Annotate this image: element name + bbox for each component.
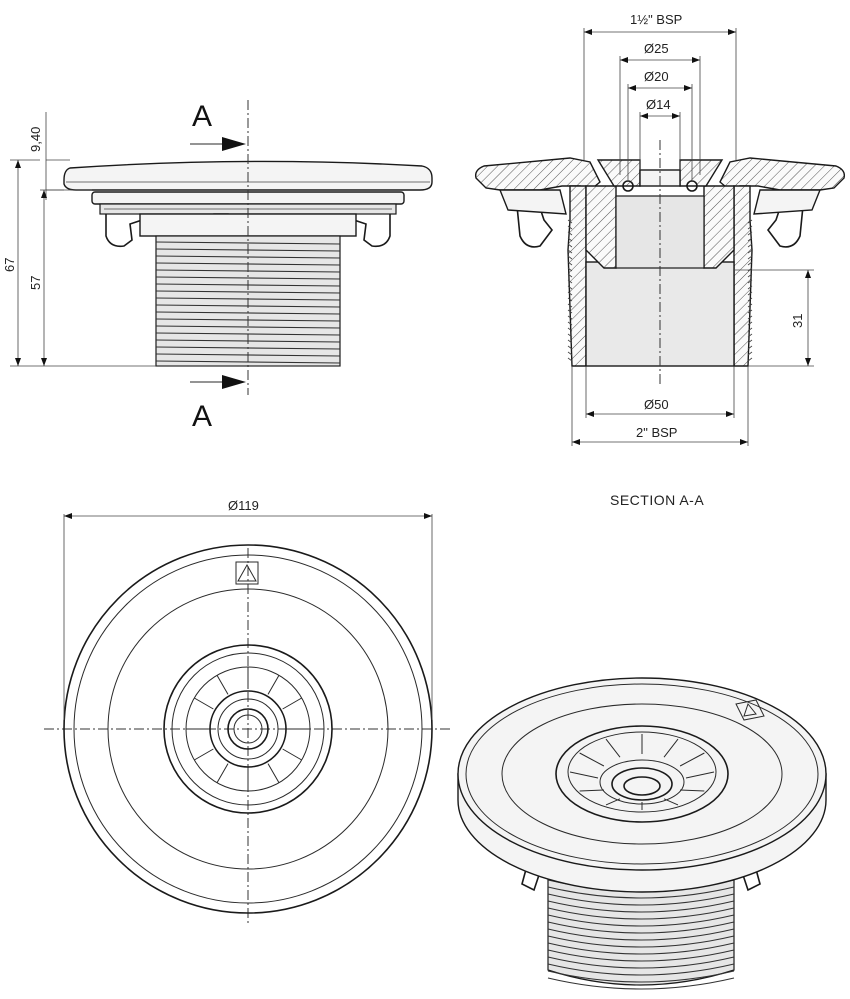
- top-nozzle-orifice: [227, 708, 269, 750]
- iso-face-ring: [501, 703, 783, 845]
- section-clip-left: [515, 195, 554, 248]
- iso-logo-icon: [735, 699, 765, 721]
- logo-icon: [235, 561, 259, 585]
- dim-d25: Ø25: [644, 41, 669, 56]
- section-clip-right: [766, 195, 805, 248]
- front-clip-right: [353, 214, 391, 248]
- dim-d50: Ø50: [644, 397, 669, 412]
- section-caption: SECTION A-A: [610, 492, 704, 508]
- section-arrow-top: [222, 137, 246, 151]
- section-view: 1½" BSP Ø25 Ø20 Ø14 31 Ø50: [474, 12, 846, 508]
- iso-nozzle: [611, 767, 673, 801]
- section-threads-right: [747, 219, 753, 362]
- section-lip-left: [498, 189, 567, 215]
- section-lip-right: [753, 189, 822, 215]
- top-ribs: [186, 667, 310, 791]
- dim-d20: Ø20: [644, 69, 669, 84]
- section-arrow-bottom: [222, 375, 246, 389]
- iso-flange-top: [457, 677, 827, 871]
- front-view: A A 9,40 67 57: [2, 100, 433, 433]
- iso-clip-left: [521, 861, 541, 892]
- top-nozzle-outer: [209, 690, 287, 768]
- section-bore: [585, 261, 735, 367]
- section-threads-left: [567, 219, 573, 362]
- iso-eyeball-housing: [555, 725, 729, 823]
- section-eyeball-right: [679, 159, 724, 187]
- section-insert-left: [585, 185, 617, 269]
- dim-top-thickness: 9,40: [28, 127, 43, 152]
- section-letter-bottom: A: [192, 400, 212, 433]
- top-view: Ø119: [44, 498, 452, 926]
- isometric-view: [457, 677, 827, 990]
- top-eyeball-housing: [163, 644, 333, 814]
- section-eyeball-left: [596, 159, 641, 187]
- section-flange-right: [719, 157, 846, 193]
- dim-d14: Ø14: [646, 97, 671, 112]
- dim-depth: 31: [790, 314, 805, 328]
- dim-thread-top: 1½" BSP: [630, 12, 682, 27]
- iso-clip-right: [741, 861, 761, 892]
- top-rim-inner: [73, 554, 423, 904]
- iso-threads: [547, 865, 735, 990]
- dim-body-height: 57: [28, 276, 43, 290]
- front-clip-left: [105, 214, 143, 248]
- section-flange-left: [474, 157, 601, 193]
- dim-overall-height: 67: [2, 258, 17, 272]
- section-insert-right: [703, 185, 735, 269]
- section-letter-top: A: [192, 100, 212, 133]
- top-outer-rim: [63, 544, 433, 914]
- dim-diameter: Ø119: [228, 498, 259, 513]
- iso-ribs: [569, 734, 715, 810]
- dim-thread-bottom: 2" BSP: [636, 425, 677, 440]
- top-face-ring: [107, 588, 389, 870]
- iso-nozzle-orifice: [623, 776, 661, 796]
